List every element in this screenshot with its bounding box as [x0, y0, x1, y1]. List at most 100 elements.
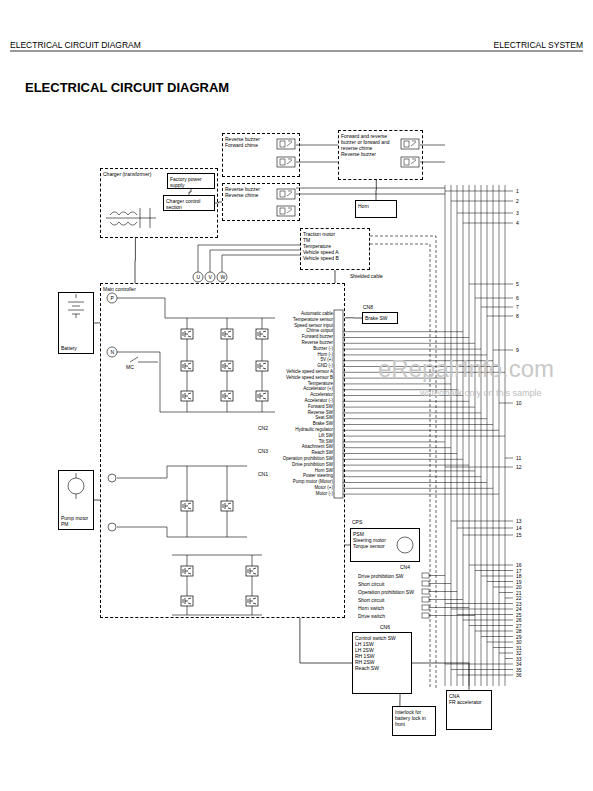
- wire: [445, 664, 513, 665]
- wire: [499, 403, 513, 404]
- signal-name: Operation prohibition SW: [283, 457, 333, 462]
- wire: [445, 185, 446, 686]
- wire-number: 23: [516, 601, 522, 607]
- signal-name: Chime output: [306, 329, 333, 334]
- wire-number: 6: [516, 295, 519, 301]
- wire: [343, 430, 499, 431]
- wire: [343, 418, 487, 419]
- wire: [457, 213, 513, 214]
- wire-number: 2: [516, 198, 519, 204]
- connector-name: CN8: [363, 304, 373, 310]
- node-text: Torque sensor: [353, 543, 397, 549]
- wire: [451, 185, 452, 686]
- switch-name: Operation prohibition SW: [358, 589, 414, 595]
- node-text: Forward chime: [225, 142, 275, 148]
- relay-group: Reverse buzzerForward chime: [222, 133, 300, 177]
- signal-name: Temperature sensor: [293, 318, 333, 323]
- node-text: Temperature: [303, 243, 367, 249]
- wire-number: 22: [516, 595, 522, 601]
- part-name: MC: [126, 364, 134, 370]
- wire: [475, 185, 476, 686]
- wire: [445, 467, 513, 468]
- node-text: Factory power supply: [170, 176, 212, 188]
- connector-name: CN3: [258, 448, 268, 454]
- wire-number: 11: [516, 455, 521, 461]
- watermark: watermark only on this sample: [420, 388, 542, 399]
- control-switch-box: Control switch SWLH 1SWLH 2SWRH 1SWRH 2S…: [352, 632, 412, 694]
- wire-connector: [215, 202, 222, 203]
- wire-number: 30: [516, 639, 522, 645]
- switch-name: Drive prohibition SW: [358, 573, 404, 579]
- wire: [481, 185, 482, 686]
- wire-number: 19: [516, 579, 522, 585]
- signal-name: Reach SW: [311, 451, 333, 456]
- wire-number: 29: [516, 634, 522, 640]
- terminal-name: U: [196, 274, 200, 280]
- wire-connector: [376, 180, 377, 200]
- wire-number: 20: [516, 584, 522, 590]
- charger-box: Charger (transformer)Factory power suppl…: [100, 168, 218, 238]
- wire: [493, 647, 513, 648]
- wire: [475, 631, 513, 632]
- terminal-name: P: [110, 295, 113, 301]
- connector-symbol: [422, 597, 429, 602]
- battery-box: Battery: [58, 292, 94, 354]
- header-text: ELECTRICAL CIRCUIT DIAGRAM: [10, 40, 141, 50]
- node-text: LH 2SW: [355, 647, 409, 653]
- wire: [429, 591, 457, 592]
- wire-number: 4: [516, 220, 519, 226]
- wire-connector: [335, 270, 336, 283]
- wire-connector: [399, 694, 400, 706]
- node-text: Main controller: [103, 286, 342, 292]
- node-text: Vehicle speed B: [303, 255, 367, 261]
- accelerator-box: CNAFR accelerator: [446, 690, 492, 730]
- wire: [343, 424, 493, 425]
- wire-connector: [300, 618, 352, 663]
- node-text: Vehicle speed A: [303, 249, 367, 255]
- wire-number: 16: [516, 562, 522, 568]
- wire: [457, 675, 513, 676]
- wire: [505, 458, 513, 459]
- wire-number: 9: [516, 347, 519, 353]
- signal-name: Accelerator (+): [303, 387, 333, 392]
- wire: [451, 201, 513, 202]
- wire: [343, 459, 463, 460]
- signal-name: Speed sensor input: [294, 324, 333, 329]
- page-title: ELECTRICAL CIRCUIT DIAGRAM: [25, 80, 229, 96]
- wire: [469, 625, 513, 626]
- wire: [487, 642, 513, 643]
- wire: [481, 636, 513, 637]
- wire: [493, 185, 494, 686]
- wire: [469, 284, 513, 285]
- wire: [463, 620, 513, 621]
- wire: [343, 476, 481, 477]
- signal-name: Drive prohibition SW: [292, 463, 333, 468]
- node-text: TM: [303, 237, 367, 243]
- connector-name: CN1: [258, 471, 268, 477]
- wire: [343, 407, 475, 408]
- horn-box: Horn: [355, 200, 397, 218]
- node-text: Interlock for battery lock in front: [395, 709, 433, 727]
- wire-number: 15: [516, 532, 522, 538]
- connector-symbol: [422, 613, 429, 618]
- connector-name: CN6: [380, 624, 390, 630]
- node-text: Battery: [61, 345, 91, 351]
- wire: [487, 185, 488, 686]
- node-text: Reverse buzzer: [341, 151, 400, 157]
- connector-symbol: [422, 581, 429, 586]
- wire-number: 8: [516, 313, 519, 319]
- signal-name: Motor (+): [315, 486, 333, 491]
- wire: [343, 331, 463, 332]
- wire: [343, 412, 481, 413]
- signal-name: Pump motor (Motor): [293, 480, 333, 485]
- wire-number: 36: [516, 672, 522, 678]
- wire-number: 34: [516, 661, 522, 667]
- switch-name: Drive switch: [358, 613, 385, 619]
- signal-name: Forward SW: [308, 405, 333, 410]
- node-text: Charger control section: [166, 198, 212, 210]
- signal-name: Vehicle speed sensor A: [286, 370, 333, 375]
- wire: [343, 465, 469, 466]
- wire: [505, 658, 513, 659]
- wire: [487, 581, 513, 582]
- wire: [343, 441, 445, 442]
